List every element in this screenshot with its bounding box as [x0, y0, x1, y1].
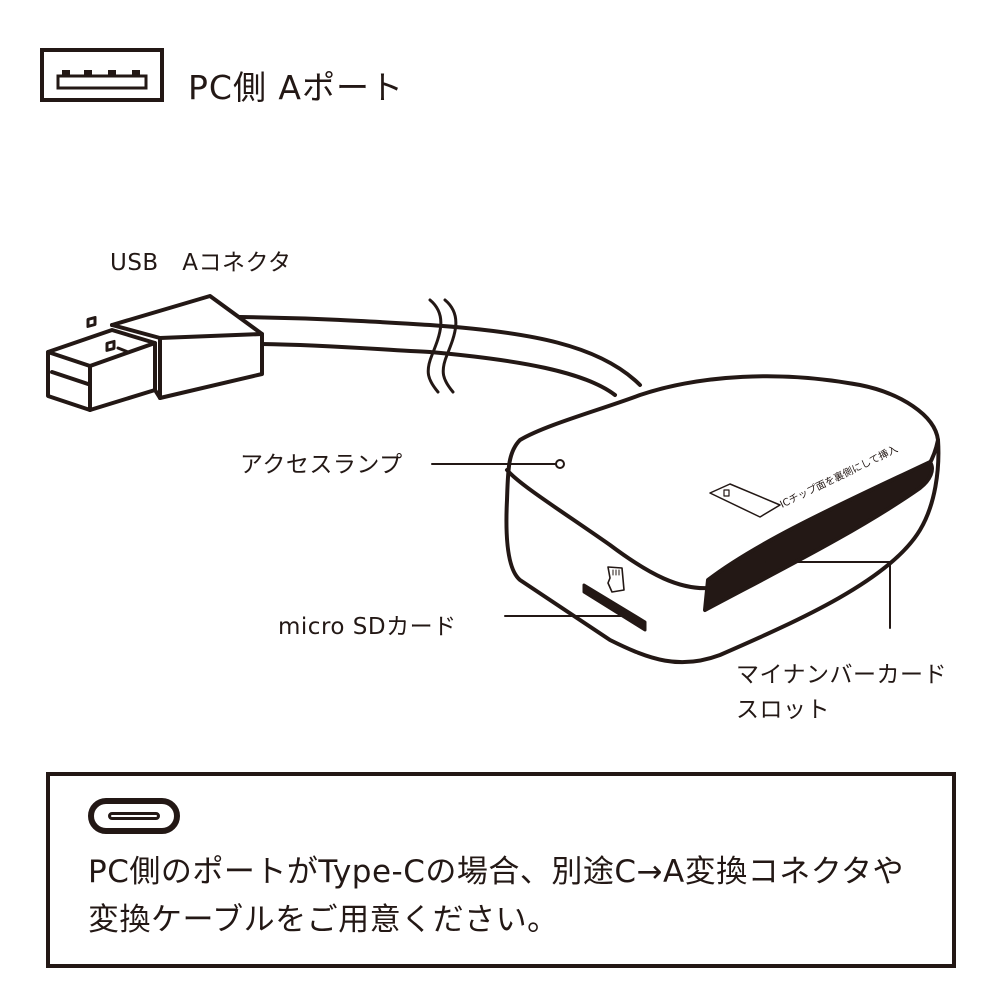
card-slot-label-line2: スロット — [736, 696, 830, 723]
port-title: PC側 Aポート — [188, 68, 405, 107]
leader-lines — [431, 463, 891, 629]
microsd-card-icon — [607, 566, 625, 593]
usb-connector-label: USB Aコネクタ — [110, 250, 292, 276]
ic-card-icon — [709, 483, 781, 518]
usb-type-c-port-icon — [88, 798, 180, 834]
usb-a-port-icon — [40, 48, 164, 102]
usb-a-plug — [46, 294, 264, 412]
access-lamp-label: アクセスランプ — [240, 452, 403, 478]
notice-line-2: 変換ケーブルをご用意ください。 — [88, 902, 559, 939]
usb-cable — [238, 298, 642, 397]
card-reader-diagram: ICチップ面を裏側にして挿入 — [46, 294, 941, 665]
card-slot-leader — [765, 561, 891, 629]
card-slot-label: マイナンバーカード スロット — [736, 658, 947, 727]
type-c-notice-box: PC側のポートがType-Cの場合、別途C→A変換コネクタや 変換ケーブルをご用… — [46, 772, 956, 968]
microsd-label: micro SDカード — [278, 614, 457, 640]
card-reader-body — [504, 374, 941, 665]
notice-text: PC側のポートがType-Cの場合、別途C→A変換コネクタや 変換ケーブルをご用… — [88, 848, 904, 944]
usb-a-port-glyph — [56, 70, 148, 90]
card-slot-label-line1: マイナンバーカード — [736, 662, 948, 688]
notice-line-1: PC側のポートがType-Cの場合、別途C→A変換コネクタや — [88, 854, 904, 890]
